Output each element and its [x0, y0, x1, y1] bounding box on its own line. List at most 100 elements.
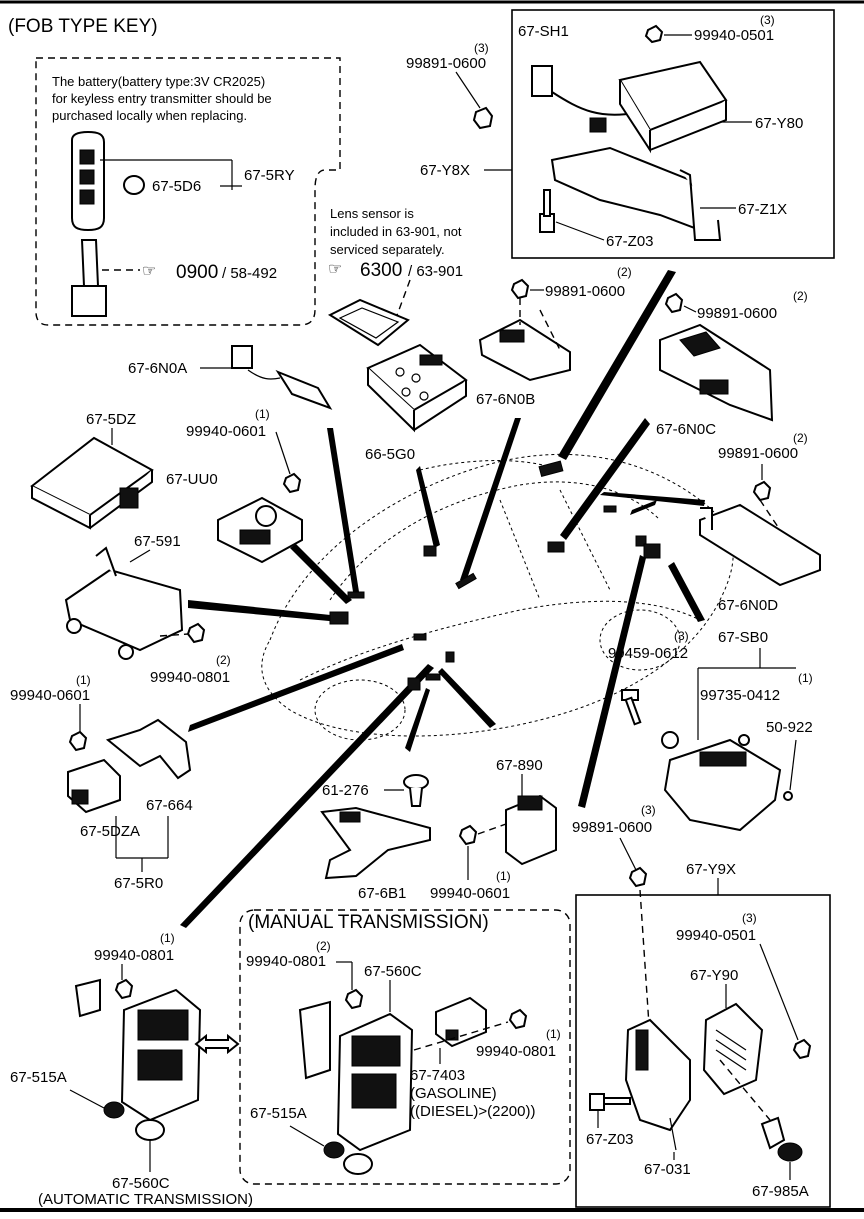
ref-63-901: / 63-901	[408, 263, 463, 280]
label-99940-0501: 99940-0501	[676, 927, 756, 944]
label-67-z1x: 67-Z1X	[738, 201, 787, 218]
module-5dz-part	[30, 436, 154, 530]
label-99940-0601: 99940-0601	[10, 687, 90, 704]
label-67-591: 67-591	[134, 533, 181, 550]
clip-61-276-icon	[403, 774, 429, 807]
label-67-5dza: 67-5DZA	[80, 823, 140, 840]
bracket-part	[550, 146, 722, 241]
label-99891-0600: 99891-0600	[545, 283, 625, 300]
label-67-5ry: 67-5RY	[244, 167, 295, 184]
nut-icon	[752, 480, 772, 502]
nut-icon	[644, 24, 664, 44]
battery-note-line-2: for keyless entry transmitter should be	[52, 91, 272, 106]
label-67-890: 67-890	[496, 757, 543, 774]
clip-985a-part	[760, 1116, 803, 1162]
battery-icon	[123, 175, 145, 195]
at-caption: (AUTOMATIC TRANSMISSION)	[38, 1191, 253, 1208]
label-67-uu0: 67-UU0	[166, 471, 218, 488]
relay-note-gasoline: (GASOLINE)	[410, 1085, 497, 1102]
nut-icon	[344, 988, 364, 1010]
label-99891-0600: 99891-0600	[697, 305, 777, 322]
qty-3: (3)	[674, 629, 689, 643]
leader-line	[289, 1125, 325, 1147]
leader-line	[719, 1059, 771, 1121]
qty-3: (3)	[474, 41, 489, 55]
module-5dza-part	[67, 758, 121, 814]
relay-note-diesel: ((DIESEL)>(2200))	[410, 1103, 535, 1120]
leader-wedges	[180, 270, 705, 928]
label-67-sh1: 67-SH1	[518, 23, 569, 40]
relay-890-part	[505, 794, 557, 866]
rain-sensor-part	[327, 298, 468, 433]
ref-6300: 6300	[360, 260, 402, 281]
qty-1: (1)	[76, 673, 91, 687]
antenna-part	[531, 60, 728, 154]
label-99459-0612: 99459-0612	[608, 645, 688, 662]
label-67-y8x: 67-Y8X	[420, 162, 470, 179]
module-6n0c-part	[659, 323, 774, 422]
label-61-276: 61-276	[322, 782, 369, 799]
mt-title: (MANUAL TRANSMISSION)	[248, 912, 489, 933]
label-67-7403: 67-7403	[410, 1067, 465, 1084]
label-67-5dz: 67-5DZ	[86, 411, 136, 428]
ref-58-492: / 58-492	[222, 265, 277, 282]
label-67-5d6: 67-5D6	[152, 178, 201, 195]
qty-1: (1)	[160, 931, 175, 945]
leader-line	[159, 633, 189, 637]
leader-line	[275, 431, 291, 475]
qty-1: (1)	[546, 1027, 561, 1041]
qty-1: (1)	[255, 407, 270, 421]
label-99940-0801: 99940-0801	[246, 953, 326, 970]
leader-line	[683, 305, 697, 313]
lock-031-part	[624, 1018, 691, 1151]
label-67-y9x: 67-Y9X	[686, 861, 736, 878]
key-fob-icon	[71, 130, 105, 232]
leader-line	[129, 549, 151, 563]
module-6n0d-part	[699, 499, 821, 587]
leader-line	[759, 943, 799, 1041]
bolt-icon	[621, 689, 642, 726]
label-67-515a: 67-515A	[10, 1069, 67, 1086]
bracket-664-part	[105, 718, 192, 780]
fuse-box-at-part	[74, 978, 202, 1141]
label-66-5g0: 66-5G0	[365, 446, 415, 463]
page-title: (FOB TYPE KEY)	[8, 16, 158, 37]
fuse-box-mt-part	[298, 1000, 414, 1175]
module-uu0-part	[217, 496, 303, 564]
nut-icon	[186, 622, 206, 644]
nut-icon	[282, 472, 302, 494]
label-67-6n0b: 67-6N0B	[476, 391, 535, 408]
ref-0900: 0900	[176, 262, 218, 283]
fob-box-outline	[35, 57, 341, 326]
leader-line	[639, 889, 651, 1041]
label-67-031: 67-031	[644, 1161, 691, 1178]
label-50-922: 50-922	[766, 719, 813, 736]
label-67-6b1: 67-6B1	[358, 885, 406, 902]
qty-2: (2)	[617, 265, 632, 279]
label-99940-0601: 99940-0601	[186, 423, 266, 440]
leader-line	[555, 221, 605, 241]
leader-line	[69, 1089, 105, 1109]
battery-note-line-1: The battery(battery type:3V CR2025)	[52, 74, 265, 89]
clip-icon	[783, 791, 793, 801]
bottom-right-box	[575, 894, 831, 1208]
nut-icon	[510, 278, 530, 300]
label-67-5r0: 67-5R0	[114, 875, 163, 892]
module-y90-part	[702, 1002, 764, 1096]
lens-note-line-3: serviced separately.	[330, 242, 445, 257]
label-67-560c: 67-560C	[364, 963, 422, 980]
label-67-6n0c: 67-6N0C	[656, 421, 716, 438]
nut-icon	[68, 730, 88, 752]
qty-3: (3)	[742, 911, 757, 925]
label-99940-0501: 99940-0501	[694, 27, 774, 44]
label-67-515a: 67-515A	[250, 1105, 307, 1122]
label-99940-0801: 99940-0801	[150, 669, 230, 686]
qty-2: (2)	[793, 289, 808, 303]
module-6n0b-part	[478, 298, 571, 382]
lens-note-line-1: Lens sensor is	[330, 206, 414, 221]
qty-2: (2)	[793, 431, 808, 445]
battery-note-line-3: purchased locally when replacing.	[52, 108, 247, 123]
label-67-sb0: 67-SB0	[718, 629, 768, 646]
hand-pointer-icon: ☞	[328, 261, 342, 278]
